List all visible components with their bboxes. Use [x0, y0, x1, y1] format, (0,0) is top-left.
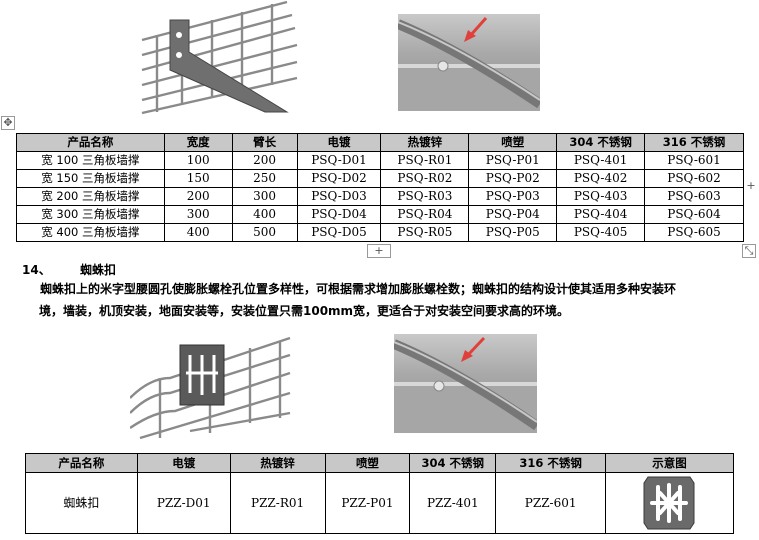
table-cell: PSQ-R04 — [380, 205, 470, 224]
spider-clip-tray-image — [129, 333, 292, 441]
schematic-cell — [605, 472, 734, 534]
table-cell: 250 — [231, 169, 298, 188]
table-cell: PSQ-D05 — [296, 223, 382, 242]
table-cell: PSQ-D02 — [296, 169, 382, 188]
table-cell: PSQ-601 — [644, 151, 744, 170]
table-header-row: 产品名称 宽度 臂长 电镀 热镀锌 喷塑 304 不锈钢 316 不锈钢 — [16, 133, 744, 152]
table-cell: 宽 150 三角板墙撑 — [16, 169, 165, 188]
table-cell: 宽 100 三角板墙撑 — [16, 151, 165, 170]
header-cell: 宽度 — [163, 133, 233, 152]
table-cell: PZZ-401 — [409, 472, 497, 534]
header-cell: 316 不锈钢 — [495, 453, 607, 473]
table-cell: PSQ-404 — [556, 205, 646, 224]
table-cell: PSQ-401 — [556, 151, 646, 170]
paragraph-line: 蜘蛛扣上的米字型腰圆孔使膨胀螺栓孔位置多样性，可根据需求增加膨胀螺栓数；蜘蛛扣的… — [40, 282, 677, 296]
section-title: 蜘蛛扣 — [80, 263, 117, 277]
header-cell: 304 不锈钢 — [409, 453, 497, 473]
table-cell: PSQ-602 — [644, 169, 744, 188]
table-row: 宽 150 三角板墙撑 150 250 PSQ-D02 PSQ-R02 PSQ-… — [16, 169, 744, 188]
triangle-bracket-image — [137, 0, 299, 118]
table-cell: PSQ-604 — [644, 205, 744, 224]
table-cell: 500 — [231, 223, 298, 242]
table-cell: 300 — [163, 205, 233, 224]
table-cell: PZZ-601 — [495, 472, 607, 534]
spider-clip-schematic-image — [643, 476, 695, 530]
table-cell: PSQ-R02 — [380, 169, 470, 188]
table-header-row: 产品名称 电镀 热镀锌 喷塑 304 不锈钢 316 不锈钢 示意图 — [25, 453, 734, 473]
table-row: 宽 300 三角板墙撑 300 400 PSQ-D04 PSQ-R04 PSQ-… — [16, 205, 744, 224]
table-cell: PZZ-R01 — [229, 472, 326, 534]
header-cell: 喷塑 — [468, 133, 558, 152]
table-cell: PSQ-P02 — [468, 169, 558, 188]
header-cell: 产品名称 — [16, 133, 165, 152]
table-cell: PSQ-R01 — [380, 151, 470, 170]
table-cell: PSQ-P01 — [468, 151, 558, 170]
header-cell: 喷塑 — [324, 453, 411, 473]
table-cell: PZZ-P01 — [324, 472, 411, 534]
paragraph-line: 境，墙装，机顶安装，地面安装等，安装位置只需100mm宽，更适合于对安装空间要求… — [39, 304, 570, 318]
table-cell: 100 — [163, 151, 233, 170]
wall-bracket-table: 产品名称 宽度 臂长 电镀 热镀锌 喷塑 304 不锈钢 316 不锈钢 宽 1… — [16, 133, 744, 242]
table-row: 蜘蛛扣 PZZ-D01 PZZ-R01 PZZ-P01 PZZ-401 PZZ-… — [25, 472, 734, 534]
table-cell: PSQ-R03 — [380, 187, 470, 206]
table-row: 宽 100 三角板墙撑 100 200 PSQ-D01 PSQ-R01 PSQ-… — [16, 151, 744, 170]
table-cell: PSQ-603 — [644, 187, 744, 206]
table-cell: PSQ-D01 — [296, 151, 382, 170]
add-row-handle[interactable]: + — [367, 244, 391, 258]
header-cell: 电镀 — [136, 453, 231, 473]
table-cell: PSQ-402 — [556, 169, 646, 188]
table-cell: 宽 400 三角板墙撑 — [16, 223, 165, 242]
table-cell: PSQ-D04 — [296, 205, 382, 224]
table-cell: PSQ-P03 — [468, 187, 558, 206]
section-number: 14、 — [22, 263, 51, 277]
spider-clip-detail-photo — [392, 334, 540, 433]
table-row: 宽 200 三角板墙撑 200 300 PSQ-D03 PSQ-R03 PSQ-… — [16, 187, 744, 206]
table-cell: PSQ-P04 — [468, 205, 558, 224]
section-heading: 14、 蜘蛛扣 — [22, 261, 116, 278]
table-cell: PSQ-P05 — [468, 223, 558, 242]
table-cell: 300 — [231, 187, 298, 206]
table-row: 宽 400 三角板墙撑 400 500 PSQ-D05 PSQ-R05 PSQ-… — [16, 223, 744, 242]
installation-detail-photo — [396, 14, 543, 111]
table-cell: 200 — [163, 187, 233, 206]
header-cell: 电镀 — [296, 133, 382, 152]
table-cell: 蜘蛛扣 — [25, 472, 138, 534]
spider-clip-table: 产品名称 电镀 热镀锌 喷塑 304 不锈钢 316 不锈钢 示意图 蜘蛛扣 P… — [25, 453, 734, 534]
section-paragraph: 蜘蛛扣上的米字型腰圆孔使膨胀螺栓孔位置多样性，可根据需求增加膨胀螺栓数；蜘蛛扣的… — [39, 278, 752, 322]
table-cell: 150 — [163, 169, 233, 188]
table-resize-handle[interactable]: ⤡ — [742, 244, 756, 258]
header-cell: 304 不锈钢 — [556, 133, 646, 152]
table-cell: PZZ-D01 — [136, 472, 231, 534]
header-cell: 产品名称 — [25, 453, 138, 473]
table-cell: 200 — [231, 151, 298, 170]
table-cell: 宽 300 三角板墙撑 — [16, 205, 165, 224]
table-cell: PSQ-D03 — [296, 187, 382, 206]
add-column-handle[interactable]: + — [745, 179, 757, 192]
table-cell: 400 — [231, 205, 298, 224]
table-cell: PSQ-403 — [556, 187, 646, 206]
header-cell: 316 不锈钢 — [644, 133, 744, 152]
header-cell: 臂长 — [231, 133, 298, 152]
table-move-handle[interactable]: ✥ — [1, 116, 15, 130]
header-cell: 热镀锌 — [380, 133, 470, 152]
table-cell: 400 — [163, 223, 233, 242]
header-cell: 示意图 — [605, 453, 734, 473]
table-cell: PSQ-405 — [556, 223, 646, 242]
header-cell: 热镀锌 — [229, 453, 326, 473]
table-cell: PSQ-R05 — [380, 223, 470, 242]
table-cell: 宽 200 三角板墙撑 — [16, 187, 165, 206]
table-cell: PSQ-605 — [644, 223, 744, 242]
